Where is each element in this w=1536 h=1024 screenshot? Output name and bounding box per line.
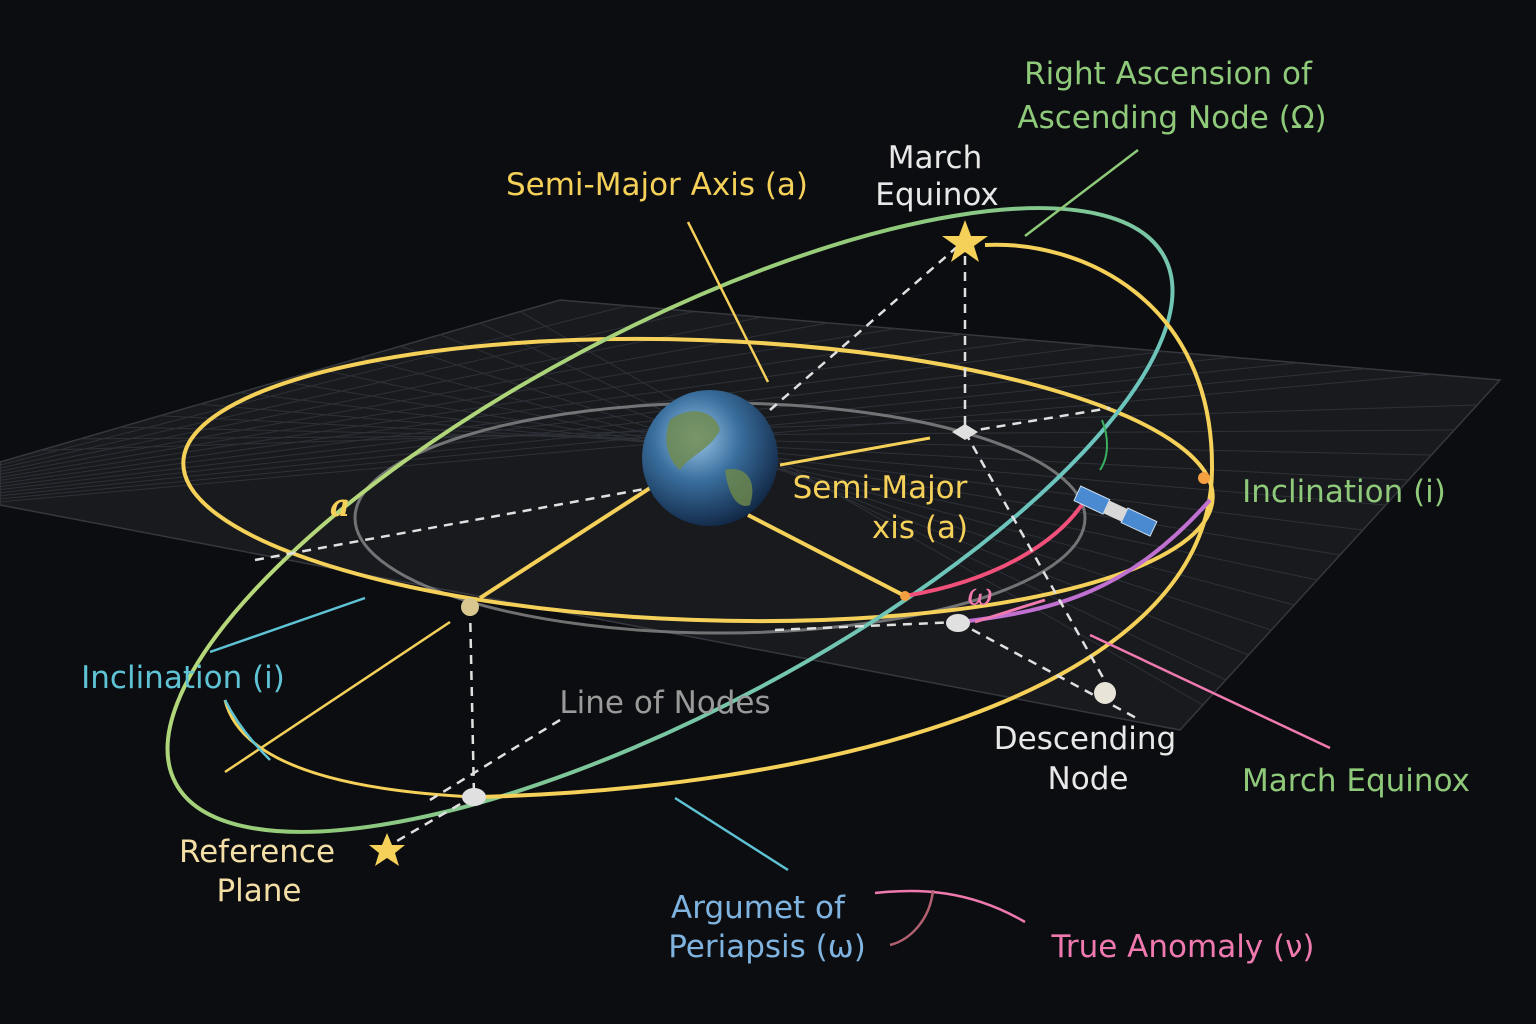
march-equinox-label-right: March Equinox <box>1242 763 1470 799</box>
satellite-icon <box>1073 485 1158 537</box>
march-equinox-label: March <box>888 140 983 176</box>
orbit-ellipse <box>181 336 1215 624</box>
grid-line <box>159 415 1409 481</box>
periapsis-marker <box>946 614 970 632</box>
grid-line <box>199 403 1386 506</box>
star-icon <box>369 833 405 866</box>
grid-line <box>439 334 1249 656</box>
grid-line <box>0 328 896 478</box>
inclination-label-right: Inclination (i) <box>1242 474 1446 510</box>
raan-label: Ascending Node (Ω) <box>1017 100 1326 136</box>
star-icon <box>942 220 988 262</box>
reference-plane-label: Reference <box>179 834 335 870</box>
reference-plane-label: Plane <box>216 873 301 909</box>
annotation-arrows <box>209 149 1331 947</box>
argument-of-periapsis-label: Periapsis (ω) <box>668 929 866 965</box>
true-anomaly-arc <box>904 498 1087 598</box>
raan-label: Right Ascension of <box>1024 56 1313 92</box>
periapsis-point <box>900 591 910 601</box>
inclination-label-left: Inclination (i) <box>81 660 285 696</box>
semi-major-axis-label-mid: xis (a) <box>872 510 968 546</box>
inclined-orbit-lower <box>223 699 476 799</box>
grid-line <box>0 356 1232 494</box>
grid-line <box>279 380 1341 556</box>
descending-node-marker <box>1094 682 1116 704</box>
grid-line <box>0 310 695 469</box>
grid-line <box>399 345 1272 631</box>
argument-of-periapsis-label: Argumet of <box>671 890 846 926</box>
line-of-nodes-label: Line of Nodes <box>559 685 770 721</box>
node-marker-bottom <box>462 788 486 806</box>
dashed-lines <box>254 239 1141 850</box>
grid-line <box>519 311 1204 706</box>
grid-line <box>0 322 829 475</box>
semi-major-axis-label-mid: Semi-Major <box>793 470 968 506</box>
earth-icon <box>642 390 778 526</box>
descending-node-label: Descending <box>994 721 1176 757</box>
grid-line <box>0 316 762 472</box>
true-anomaly-label: True Anomaly (ν) <box>1050 929 1314 965</box>
march-equinox-label: Equinox <box>875 177 999 213</box>
omega-arc <box>959 498 1212 624</box>
grid-line <box>0 339 1031 484</box>
grid-line <box>479 322 1226 681</box>
descending-node-label: Node <box>1048 761 1129 797</box>
grid-line <box>0 350 1165 491</box>
ascending-node-marker <box>461 598 479 616</box>
inclination-node-marker <box>1198 472 1210 484</box>
semi-major-axis-label: Semi-Major Axis (a) <box>506 167 808 203</box>
omega-label: ω <box>967 577 992 613</box>
inclined-orbit-yellow <box>474 242 1215 799</box>
plane-center-marker <box>952 424 978 440</box>
inclined-orbit <box>165 206 1175 834</box>
a-label: a <box>330 488 350 524</box>
